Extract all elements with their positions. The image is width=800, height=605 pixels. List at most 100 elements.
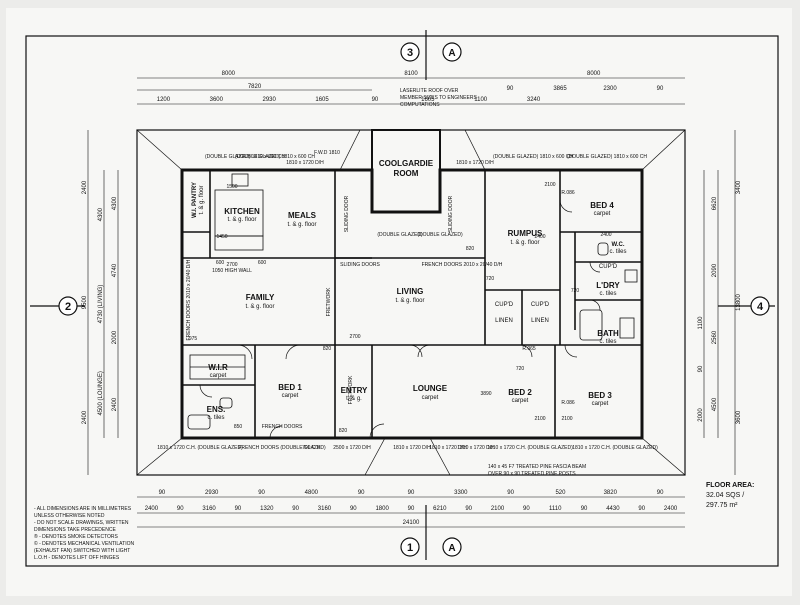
dim-interior: 2100 xyxy=(561,416,572,422)
dim-bottom-main: 2100 xyxy=(491,506,505,512)
dim-bottom-main: 90 xyxy=(292,506,299,512)
dim-bottom-detail: 3300 xyxy=(454,490,468,496)
interior-walls xyxy=(182,170,642,438)
grid-marker-left-number: 2 xyxy=(65,301,71,313)
door-window-label-interior: FRENCH DOORS 2010 x 20/40 D/H xyxy=(186,259,192,340)
dim-top-detail: 3600 xyxy=(210,97,224,103)
bath-fixtures xyxy=(187,242,638,430)
dim-top-detail: 90 xyxy=(372,97,379,103)
dim-left-inner: 4500 (LOUNGE) xyxy=(98,371,104,415)
room-ldry-finish: c. tiles xyxy=(599,291,616,297)
dim-bottom-main: 4430 xyxy=(606,506,620,512)
floor-area-squares: 32.04 SQS / xyxy=(706,492,744,499)
room-cupd-2: CUP'D xyxy=(531,302,550,308)
dim-bottom-detail: 520 xyxy=(555,490,566,496)
door-swings xyxy=(199,199,601,439)
window-label-bottom: 1810 x 1720 C.H. (DOUBLE GLAZED) xyxy=(572,445,658,451)
dim-bottom-main: 90 xyxy=(235,506,242,512)
dim-interior: 3890 xyxy=(480,391,491,397)
dim-right-outer: 13800 xyxy=(736,293,742,310)
room-linen-1: LINEN xyxy=(495,318,513,324)
dim-left-inner-2: 4740 xyxy=(112,263,118,277)
dimension-lines xyxy=(87,77,736,528)
room-lounge: LOUNGE xyxy=(413,384,448,393)
room-pantry-finish: t. & g. floor xyxy=(199,185,205,214)
window-label-bottom: 1810 x 1720 D/H xyxy=(457,445,495,451)
grid-marker-top-letter: A xyxy=(448,48,455,59)
dim-interior: 600 xyxy=(258,260,267,266)
room-living-finish: t. & g. floor xyxy=(395,298,424,304)
window-label-top: (DOUBLE GLAZED) 1810 x 600 CH xyxy=(567,154,647,160)
room-wir: W.I.R xyxy=(208,363,228,372)
dim-bottom-total: 24100 xyxy=(403,520,420,526)
kitchen-bench xyxy=(214,173,264,251)
window-label-bottom: 1810 x 1720 C.H. (DOUBLE GLAZED) xyxy=(157,445,243,451)
dim-interior: 975 xyxy=(189,336,198,342)
window-label-bottom: 1810 x 1720 C.H. (DOUBLE GLAZED) xyxy=(487,445,573,451)
floor-area-label: FLOOR AREA: xyxy=(706,482,754,489)
room-meals-finish: t. & g. floor xyxy=(287,222,316,228)
room-ldry: L'DRY xyxy=(596,281,620,290)
drawing-border xyxy=(25,35,779,567)
door-window-label-interior: 1050 HIGH WALL xyxy=(212,268,252,274)
roof-note-line-2: MEMBER SIZES TO ENGINEERS xyxy=(400,95,477,101)
room-family: FAMILY xyxy=(246,293,275,302)
dim-interior: 2700 xyxy=(349,334,360,340)
dim-interior: 850 xyxy=(234,424,243,430)
room-coolgardie: COOLGARDIE xyxy=(379,159,434,168)
window-label-top: (DOUBLE GLAZED) 1810 x 600 CH xyxy=(493,154,573,160)
room-bed3: BED 3 xyxy=(588,391,612,400)
dim-top-detail-right: 3865 xyxy=(553,86,567,92)
dim-interior: 2100 xyxy=(544,182,555,188)
window-label-bottom: FRENCH DOORS (DOUBLE GLAZED) xyxy=(238,445,326,451)
dim-bottom-main: 90 xyxy=(465,506,472,512)
door-window-label-interior: 720 xyxy=(571,288,580,294)
note-4: DIMENSIONS TAKE PRECEDENCE xyxy=(34,527,116,533)
room-ens: ENS. xyxy=(207,405,226,414)
note-6: © - DENOTES MECHANICAL VENTILATION xyxy=(34,540,134,547)
dim-bottom-main: 3160 xyxy=(318,506,332,512)
window-label-top: 1810 x 1720 D/H xyxy=(456,160,494,166)
room-entry: ENTRY xyxy=(341,386,368,395)
door-window-label-interior: 820 xyxy=(339,428,348,434)
dim-right-inner-2: 2000 xyxy=(698,408,704,422)
room-rumpus: RUMPUS xyxy=(508,229,543,238)
dim-bottom-detail: 90 xyxy=(507,490,514,496)
room-kitchen-finish: t. & g. floor xyxy=(227,217,256,223)
door-window-label-interior: (DOUBLE GLAZED) xyxy=(377,232,423,238)
roof-note-line-1: LASERLITE ROOF OVER xyxy=(400,88,459,94)
room-bed3-finish: carpet xyxy=(592,401,609,407)
dim-right-inner: 2090 xyxy=(712,263,718,277)
dim-top-sub: 7820 xyxy=(248,84,262,90)
room-entry-finish: t. & g. xyxy=(346,396,362,402)
grid-marker-top: 3 A xyxy=(400,30,462,80)
grid-marker-bottom-number: 1 xyxy=(407,542,413,554)
room-bed1: BED 1 xyxy=(278,383,302,392)
dim-top-overall: 8100 xyxy=(404,71,418,77)
beam-note-line-1: 140 x 45 F7 TREATED PINE FASCIA BEAM xyxy=(488,464,586,470)
room-coolgardie-2: ROOM xyxy=(394,169,419,178)
room-bed2: BED 2 xyxy=(508,388,532,397)
dim-left-inner-2: 2000 xyxy=(112,330,118,344)
note-8: L.O.H - DENOTES LIFT OFF HINGES xyxy=(34,555,120,561)
dim-bottom-main: 90 xyxy=(581,506,588,512)
room-cupd-3: CUP'D xyxy=(599,264,618,270)
dim-interior: 2400 xyxy=(600,232,611,238)
room-meals: MEALS xyxy=(288,211,317,220)
dim-interior: R.086 xyxy=(561,400,575,406)
door-window-label-interior: 720 xyxy=(486,276,495,282)
dim-bottom-main: 90 xyxy=(523,506,530,512)
door-window-label-interior: SLIDING DOORS xyxy=(340,262,380,268)
room-pantry: W.I. PANTRY xyxy=(192,182,198,218)
door-window-label-interior: FRETWORK xyxy=(326,287,332,316)
dim-top-detail-right: 90 xyxy=(507,86,514,92)
beam-note: 140 x 45 F7 TREATED PINE FASCIA BEAM OVE… xyxy=(488,464,586,477)
room-bath-finish: c. tiles xyxy=(599,339,616,345)
dim-bottom-detail: 2930 xyxy=(205,490,219,496)
grid-marker-right: 4 xyxy=(718,296,775,316)
roof-note: LASERLITE ROOF OVER MEMBER SIZES TO ENGI… xyxy=(400,88,477,108)
dim-bottom-detail: 90 xyxy=(408,490,415,496)
note-2: UNLESS OTHERWISE NOTED xyxy=(34,513,105,519)
